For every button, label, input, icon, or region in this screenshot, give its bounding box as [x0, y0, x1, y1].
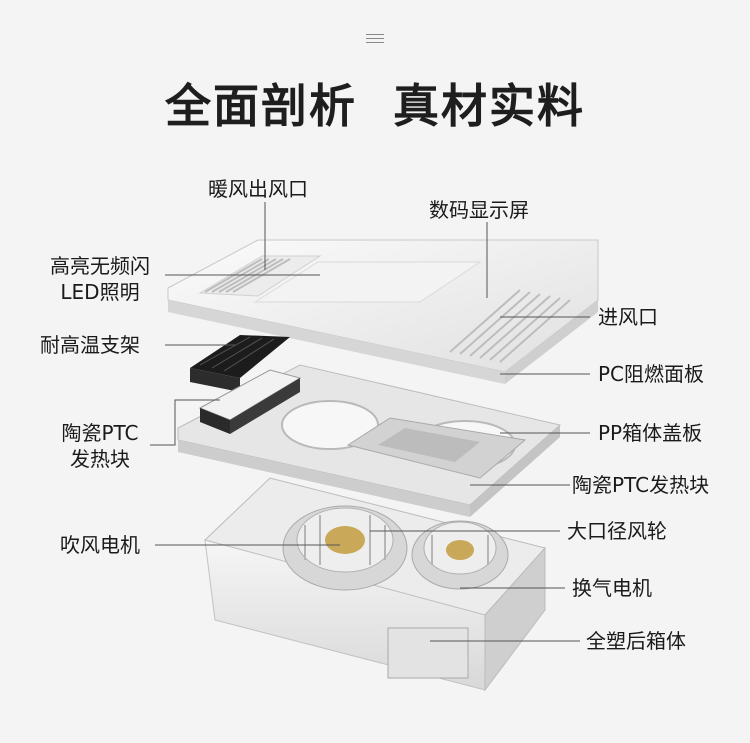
label-ptc-left-line1: 陶瓷PTC: [61, 421, 139, 445]
label-ptc-left: 陶瓷PTC 发热块: [50, 420, 150, 472]
label-pc-panel: PC阻燃面板: [598, 362, 705, 386]
label-ptc-right: 陶瓷PTC发热块: [572, 473, 710, 497]
label-bracket: 耐高温支架: [40, 333, 140, 357]
label-ptc-left-line2: 发热块: [70, 447, 130, 471]
label-warm-outlet: 暖风出风口: [208, 177, 308, 201]
label-led: 高亮无频闪 LED照明: [40, 253, 160, 305]
housing: [204, 477, 546, 692]
vent-grille-right: [449, 289, 571, 363]
ptc-heater: [198, 369, 302, 434]
label-vent-motor: 换气电机: [572, 576, 652, 600]
menu-icon[interactable]: [366, 34, 384, 44]
leader-lines: [150, 202, 590, 642]
label-blower-motor: 吹风电机: [60, 533, 140, 557]
label-led-line1: 高亮无频闪: [50, 254, 150, 278]
label-pp-cover: PP箱体盖板: [598, 421, 703, 445]
page-title: 全面剖析 真材实料: [164, 79, 586, 133]
label-display: 数码显示屏: [429, 198, 529, 222]
bracket: [190, 335, 290, 392]
label-inlet: 进风口: [598, 305, 658, 329]
label-housing: 全塑后箱体: [586, 629, 686, 653]
label-led-line2: LED照明: [60, 280, 140, 304]
label-fan-wheel: 大口径风轮: [567, 519, 667, 543]
pc-panel: [167, 239, 599, 384]
